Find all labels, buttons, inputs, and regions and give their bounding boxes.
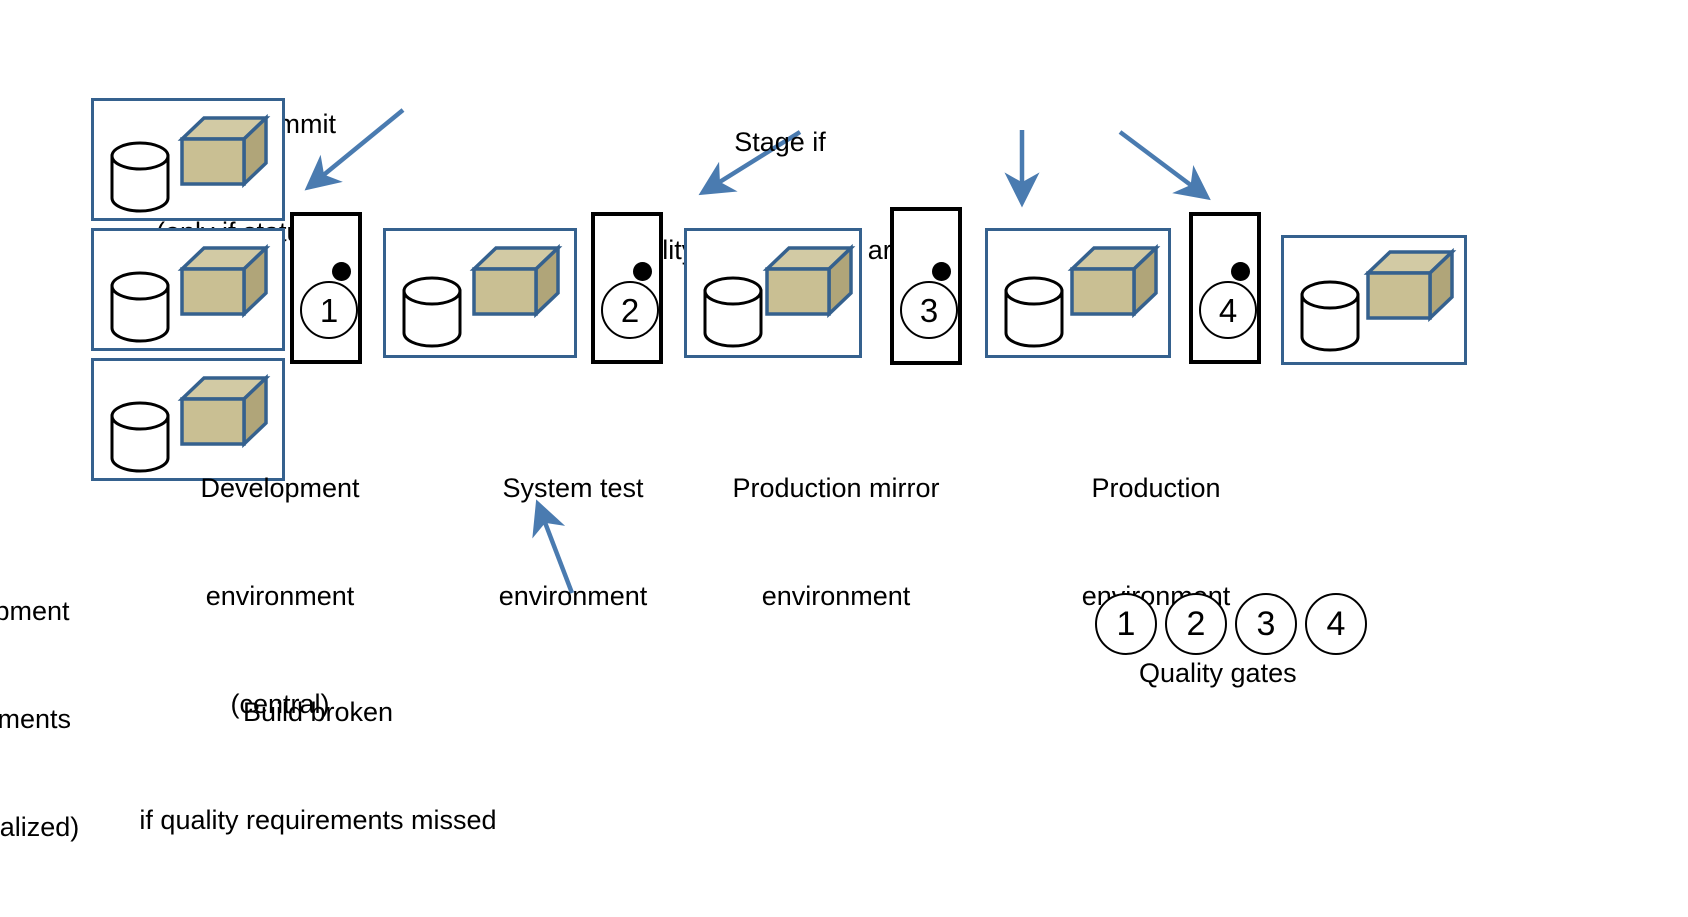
environment-label-system-test: System test environment	[373, 398, 773, 686]
gate-status-dot-icon	[633, 262, 652, 281]
database-icon	[703, 276, 763, 348]
gate-number-circle-4: 4	[1199, 281, 1257, 339]
gate-number-2: 2	[620, 291, 640, 329]
environment-label-line-3: (central)	[230, 689, 330, 719]
environment-label-line-1: System test	[502, 473, 644, 503]
package-cube-icon	[177, 243, 271, 319]
arrow-stage-production	[1118, 130, 1211, 201]
package-cube-icon	[177, 113, 271, 189]
database-icon	[1300, 280, 1360, 352]
arrow-stage-system-test	[698, 130, 802, 196]
environment-box-production-mirror[interactable]	[985, 228, 1171, 358]
arrow-build-broken	[532, 499, 575, 594]
gate-number-3: 3	[919, 291, 939, 329]
gate-status-dot-icon	[1231, 262, 1250, 281]
gate-status-dot-icon	[332, 262, 351, 281]
legend-gate-number-3: 3	[1256, 605, 1276, 643]
gate-number-circle-2: 2	[601, 281, 659, 339]
database-icon	[110, 141, 170, 213]
environment-box-system-test[interactable]	[684, 228, 862, 358]
legend-gate-number-4: 4	[1326, 605, 1346, 643]
environment-box-production[interactable]	[1281, 235, 1467, 365]
package-cube-icon	[1067, 243, 1161, 319]
diagram-canvas: VCS Commit (only if status ok) Stage if …	[0, 98, 1467, 842]
quality-gate-box-4[interactable]: 4	[1189, 212, 1261, 364]
database-icon	[402, 276, 462, 348]
environment-box-development-decentralized-2[interactable]	[91, 228, 285, 351]
environment-label-line-2: environment	[498, 581, 648, 611]
environment-label-line-1: Development	[0, 596, 70, 626]
package-cube-icon	[177, 373, 271, 449]
environment-label-line-1: Production	[1091, 473, 1221, 503]
database-icon	[110, 401, 170, 473]
gate-number-4: 4	[1218, 291, 1238, 329]
gate-status-dot-icon	[932, 262, 951, 281]
package-cube-icon	[1363, 247, 1457, 323]
environment-box-development-decentralized-1[interactable]	[91, 98, 285, 221]
environment-label-line-3: (decentralized)	[0, 812, 80, 842]
package-cube-icon	[469, 243, 563, 319]
arrow-layer	[304, 108, 1211, 594]
arrow-vcs-commit	[304, 108, 405, 191]
environment-label-development-central: Development environment (central)	[80, 398, 480, 794]
database-icon	[110, 271, 170, 343]
environment-label-line-2: environments	[0, 704, 72, 734]
gate-number-1: 1	[319, 291, 339, 329]
environment-label-production: Production environment	[946, 398, 1366, 686]
package-cube-icon	[762, 243, 856, 319]
quality-gate-box-1[interactable]: 1	[290, 212, 362, 364]
quality-gates-legend-label: Quality gates	[1139, 658, 1297, 688]
legend-gate-circle-3: 3	[1235, 593, 1297, 655]
annotation-stage-if-line-1: Stage if	[734, 127, 826, 157]
environment-label-line-1: Production mirror	[732, 473, 940, 503]
gate-number-circle-3: 3	[900, 281, 958, 339]
legend-gate-circle-1: 1	[1095, 593, 1157, 655]
gate-number-circle-1: 1	[300, 281, 358, 339]
legend-gate-circle-4: 4	[1305, 593, 1367, 655]
environment-label-line-2: environment	[761, 581, 911, 611]
legend-gate-number-1: 1	[1116, 605, 1136, 643]
environment-box-development-central[interactable]	[383, 228, 577, 358]
environment-box-development-decentralized-3[interactable]	[91, 358, 285, 481]
quality-gate-box-3[interactable]: 3	[890, 207, 962, 365]
legend-gate-number-2: 2	[1186, 605, 1206, 643]
quality-gates-legend: 1 2 3 4 Quality gates	[1095, 593, 1395, 703]
annotation-build-broken-line-1: Build broken	[242, 697, 394, 727]
quality-gate-box-2[interactable]: 2	[591, 212, 663, 364]
environment-label-production-mirror: Production mirror environment	[606, 398, 1066, 686]
environment-label-line-2: environment	[205, 581, 355, 611]
database-icon	[1004, 276, 1064, 348]
environment-label-line-1: Development	[200, 473, 360, 503]
legend-gate-circle-2: 2	[1165, 593, 1227, 655]
